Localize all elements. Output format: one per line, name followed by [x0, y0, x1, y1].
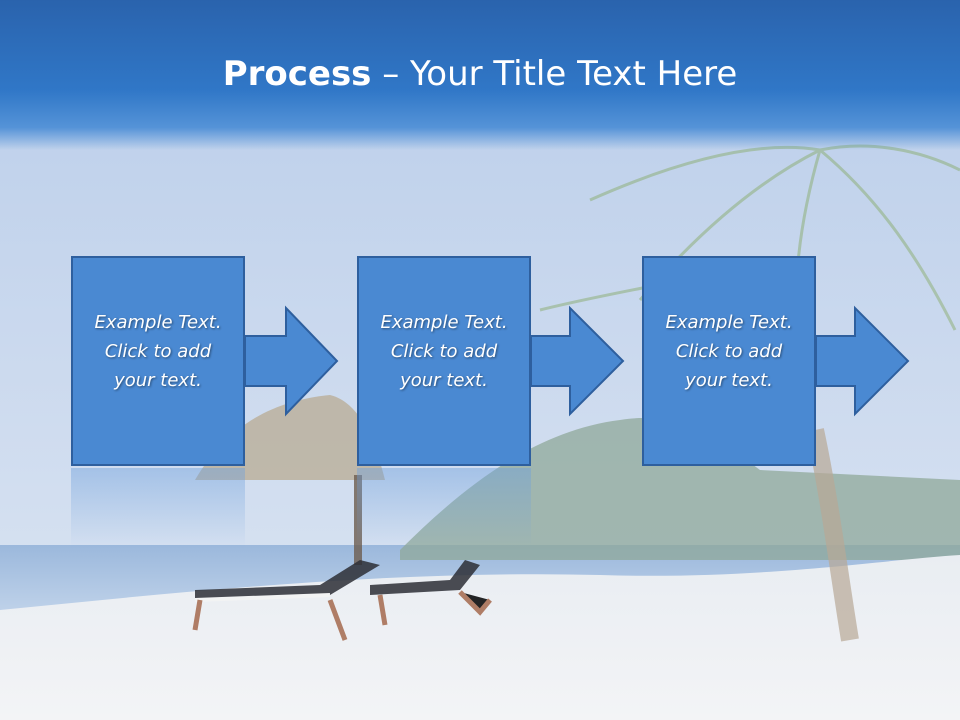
right-arrow-icon: [357, 256, 625, 466]
slide-title-bold: Process: [222, 54, 372, 94]
step-label: Example Text. Click to add your text.: [357, 308, 531, 395]
step-label: Example Text. Click to add your text.: [71, 308, 245, 395]
step-text-line: Example Text.: [380, 312, 508, 333]
step-reflection: [71, 468, 245, 548]
step-label: Example Text. Click to add your text.: [642, 308, 816, 395]
step-text-line: your text.: [685, 370, 773, 391]
step-text-line: Click to add: [104, 341, 212, 362]
step-text-line: Example Text.: [665, 312, 793, 333]
right-arrow-icon: [642, 256, 910, 466]
step-text-line: Click to add: [390, 341, 498, 362]
slide-title[interactable]: Process – Your Title Text Here: [0, 52, 960, 96]
step-reflection: [357, 468, 531, 548]
step-text-line: Example Text.: [94, 312, 222, 333]
step-text-line: your text.: [400, 370, 488, 391]
slide-title-text: – Your Title Text Here: [371, 54, 738, 94]
process-step-2[interactable]: Example Text. Click to add your text.: [357, 256, 625, 466]
step-text-line: Click to add: [675, 341, 783, 362]
step-text-line: your text.: [114, 370, 202, 391]
process-step-1[interactable]: Example Text. Click to add your text.: [71, 256, 339, 466]
right-arrow-icon: [71, 256, 339, 466]
title-bar: [0, 0, 960, 150]
process-step-3[interactable]: Example Text. Click to add your text.: [642, 256, 910, 466]
